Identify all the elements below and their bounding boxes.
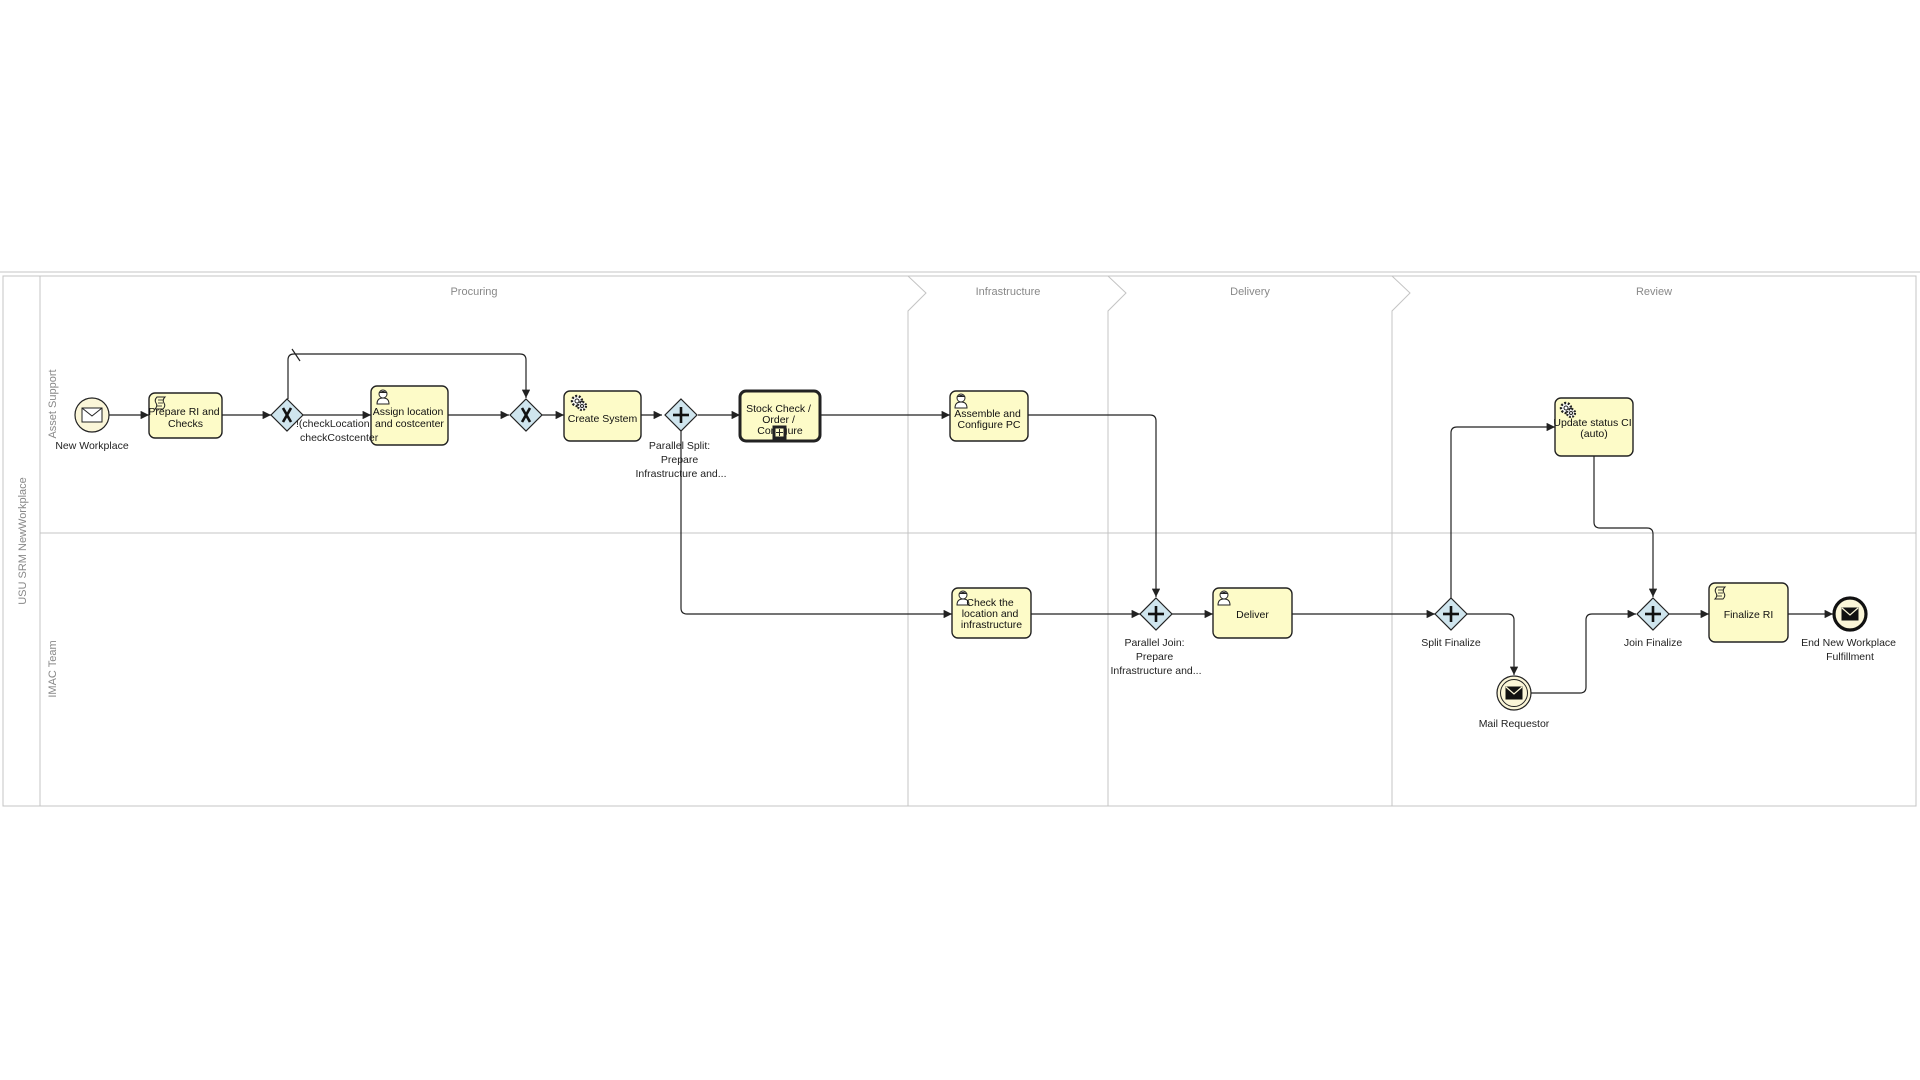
exclusive-x-icon: [520, 407, 532, 423]
gateway-label: Parallel Join: Prepare Infrastructure an…: [1110, 637, 1201, 677]
event-label: Mail Requestor: [1479, 718, 1550, 730]
parallel-plus-icon: [1148, 606, 1164, 622]
gateway-label: Split Finalize: [1421, 637, 1481, 649]
gateway-parallel-join[interactable]: Parallel Join: Prepare Infrastructure an…: [1110, 597, 1202, 677]
task-label: Create System: [568, 413, 638, 425]
lane-label-imac-team[interactable]: IMAC Team: [47, 640, 59, 697]
task-label: Prepare RI and Checks: [148, 406, 222, 430]
task-check-location[interactable]: Check the location and infrastructure: [951, 587, 1032, 639]
sequence-flow[interactable]: [1467, 613, 1519, 675]
pool-label: USU SRM NewWorkplace: [17, 477, 29, 605]
event-new-workplace[interactable]: New Workplace: [55, 397, 129, 452]
exclusive-x-icon: [281, 407, 293, 423]
phase-label-procuring[interactable]: Procuring: [450, 286, 497, 298]
task-label: Deliver: [1236, 609, 1269, 621]
gateway-xor-join[interactable]: [509, 398, 543, 432]
phase-label-infrastructure[interactable]: Infrastructure: [976, 286, 1041, 298]
gateway-split-finalize[interactable]: Split Finalize: [1421, 597, 1481, 649]
sequence-flow[interactable]: [1593, 456, 1658, 597]
script-icon: [1713, 586, 1727, 600]
service-gear-icon: [1559, 401, 1577, 419]
task-label: Finalize RI: [1724, 609, 1774, 621]
default-flow[interactable]: [287, 353, 531, 399]
task-assemble-pc[interactable]: Assemble and Configure PC: [949, 390, 1029, 442]
task-create-system[interactable]: Create System: [563, 390, 642, 442]
event-end-fulfillment[interactable]: End New Workplace Fulfillment: [1801, 596, 1899, 663]
event-mail-requestor[interactable]: Mail Requestor: [1479, 675, 1550, 730]
task-label: Update status CI (auto): [1553, 417, 1634, 440]
task-assign-location[interactable]: Assign location and costcenter: [370, 385, 449, 446]
user-icon: [956, 590, 970, 606]
phase-separator: [1107, 275, 1127, 806]
sequence-flow[interactable]: [1450, 422, 1555, 598]
user-icon: [954, 393, 968, 409]
parallel-plus-icon: [1443, 606, 1459, 622]
gateway-join-finalize[interactable]: Join Finalize: [1624, 597, 1683, 649]
service-gear-icon: [570, 394, 588, 412]
subprocess-expand-icon[interactable]: [772, 425, 787, 440]
gateway-parallel-split[interactable]: Parallel Split: Prepare Infrastructure a…: [635, 398, 727, 480]
gateway-label: Parallel Split: Prepare Infrastructure a…: [635, 440, 726, 480]
flow-condition-label: !(checkLocation checkCostcenter: [296, 418, 379, 444]
gateway-label: Join Finalize: [1624, 637, 1683, 649]
task-label: Assign location and costcenter: [373, 406, 447, 430]
task-prepare-ri[interactable]: Prepare RI and Checks: [148, 392, 223, 439]
event-label: End New Workplace Fulfillment: [1801, 637, 1899, 663]
task-label: Check the location and infrastructure: [961, 597, 1022, 631]
task-update-status[interactable]: Update status CI (auto): [1553, 397, 1634, 457]
user-icon: [1217, 590, 1231, 606]
task-label: Assemble and Configure PC: [954, 408, 1023, 431]
task-finalize-ri[interactable]: Finalize RI: [1708, 582, 1789, 643]
sequence-flow[interactable]: [1028, 414, 1161, 597]
task-deliver[interactable]: Deliver: [1212, 587, 1293, 639]
script-icon: [153, 396, 167, 410]
sequence-flows: [109, 348, 1833, 694]
phase-separator: [907, 275, 927, 806]
phase-label-review[interactable]: Review: [1636, 286, 1672, 298]
gateway-xor-split[interactable]: [270, 398, 304, 432]
parallel-plus-icon: [1645, 606, 1661, 622]
default-flow-marker: [291, 348, 301, 362]
phase-separator: [1391, 275, 1411, 806]
event-label: New Workplace: [55, 440, 128, 452]
envelope-icon: [81, 407, 103, 423]
envelope-filled-icon: [1841, 607, 1859, 621]
user-icon: [376, 389, 390, 405]
sequence-flow[interactable]: [680, 431, 952, 619]
sequence-flow[interactable]: [1531, 609, 1636, 694]
parallel-plus-icon: [673, 407, 689, 423]
task-stock-check[interactable]: Stock Check / Order / Configure: [738, 389, 822, 443]
phase-label-delivery[interactable]: Delivery: [1230, 286, 1270, 298]
pool[interactable]: USU SRM NewWorkplace: [2, 275, 1917, 807]
envelope-filled-icon: [1505, 686, 1523, 700]
lane-label-asset-support[interactable]: Asset Support: [47, 369, 59, 438]
